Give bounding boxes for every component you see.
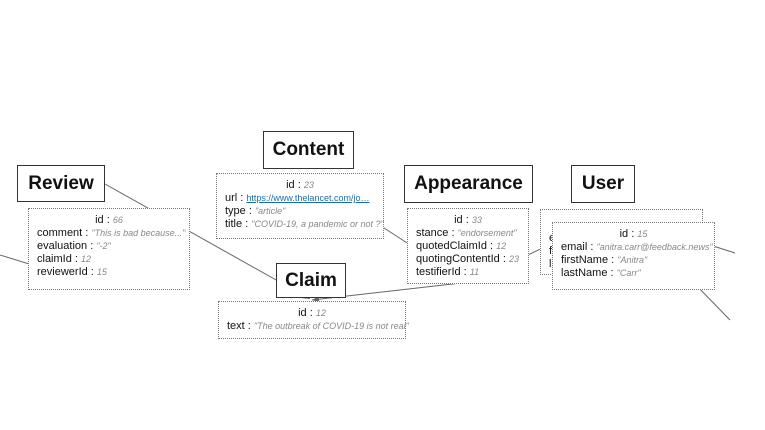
claim-field-text: text : "The outbreak of COVID-19 is not … [227,320,409,332]
content-field-url: url : https://www.thelancet.com/jo… [225,192,370,204]
content-url-link[interactable]: https://www.thelancet.com/jo… [246,193,370,203]
review-field-comment: comment : "This is bad because..." [37,227,186,239]
user-id-row: id : 15 [619,228,648,240]
appearance-field-testifierid: testifierId : 11 [416,266,480,278]
user-card: id : 15 email : "anitra.carr@feedback.ne… [552,222,715,290]
user-field-lastname: lastName : "Carr" [561,267,641,279]
appearance-title[interactable]: Appearance [404,165,533,203]
content-field-type: type : "article" [225,205,286,217]
appearance-field-stance: stance : "endorsement" [416,227,517,239]
review-field-evaluation: evaluation : "-2" [37,240,111,252]
user-field-email: email : "anitra.carr@feedback.news" [561,241,713,253]
appearance-field-quotingcontentid: quotingContentId : 23 [416,253,519,265]
content-title[interactable]: Content [263,131,354,169]
review-id-row: id : 66 [95,214,123,226]
appearance-id-row: id : 33 [454,214,482,226]
claim-card: id : 12 text : "The outbreak of COVID-19… [218,301,409,339]
claim-id-row: id : 12 [298,307,326,319]
review-title[interactable]: Review [17,165,105,202]
appearance-card: id : 33 stance : "endorsement" quotedCla… [407,208,529,284]
user-field-firstname: firstName : "Anitra" [561,254,648,266]
review-field-reviewerid: reviewerId : 15 [37,266,107,278]
review-field-claimid: claimId : 12 [37,253,92,265]
content-card: id : 23 url : https://www.thelancet.com/… [216,173,384,239]
ghost-letter-firstname: fi [549,245,558,258]
review-card: id : 66 comment : "This is bad because..… [28,208,190,290]
content-field-title: title : "COVID-19, a pandemic or not ?" [225,218,384,230]
claim-title[interactable]: Claim [276,263,346,298]
content-id-row: id : 23 [286,179,314,191]
user-title[interactable]: User [571,165,635,203]
appearance-field-quotedclaimid: quotedClaimId : 12 [416,240,507,252]
